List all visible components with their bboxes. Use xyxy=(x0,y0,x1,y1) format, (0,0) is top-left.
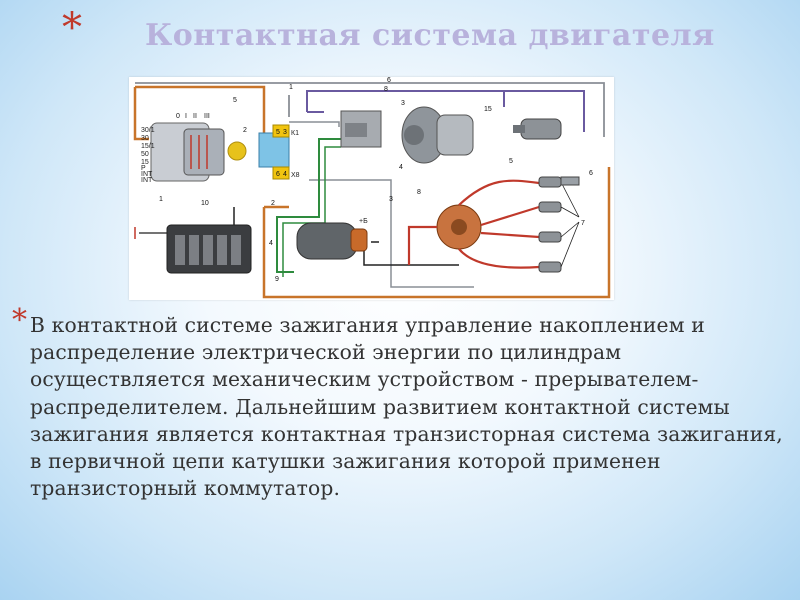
switch-pos-2: II xyxy=(193,113,197,120)
terminal-label: 15/1 xyxy=(141,143,155,150)
switch-pos-3: III xyxy=(204,113,210,120)
callout-8: 8 xyxy=(417,189,421,196)
k1-label: К1 xyxy=(291,130,299,137)
terminal-label: INT xyxy=(141,171,153,178)
switch-pos-1: I xyxy=(185,113,187,120)
grey-wire-mid xyxy=(289,121,474,288)
wire-mark: 5 xyxy=(233,97,237,104)
k1-pin: 3 xyxy=(283,129,287,136)
grey-wire-top xyxy=(135,82,605,137)
purple-wire xyxy=(306,90,505,113)
distributor: 8 xyxy=(407,179,540,269)
switch-pos-0: 0 xyxy=(176,113,180,120)
wiring-diagram-svg: 0 I II III 30/1 30 15/1 50 15 Р INT INT … xyxy=(133,77,611,299)
spark-plugs: 7 6 xyxy=(538,170,593,273)
terminal-label: INT xyxy=(141,177,153,184)
wire-mark: 3 xyxy=(389,196,393,203)
orange-wire xyxy=(133,85,266,141)
k1-pin: 5 xyxy=(276,129,280,136)
wire-mark: 1 xyxy=(289,84,293,91)
battery: 10 xyxy=(134,200,252,274)
callout-2: 2 xyxy=(243,127,247,134)
ignition-coil: +Б 9 xyxy=(275,218,368,283)
terminal-label: 50 xyxy=(141,151,149,158)
starter: 5 xyxy=(509,118,562,165)
wire-mark: 8 xyxy=(384,86,388,93)
ignition-diagram: 0 I II III 30/1 30 15/1 50 15 Р INT INT … xyxy=(129,77,614,300)
green-wire xyxy=(276,138,341,273)
callout-7: 7 xyxy=(581,220,585,227)
orange-wire-bottom xyxy=(262,167,611,299)
wire-mark: 6 xyxy=(387,77,391,84)
alternator: 4 15 xyxy=(399,106,492,171)
callout-6: 6 xyxy=(589,170,593,177)
callout-15: 15 xyxy=(484,106,492,113)
coil-plus-label: +Б xyxy=(359,218,368,225)
x8-pin: 6 xyxy=(276,171,280,178)
x8-pin: 4 xyxy=(283,171,287,178)
title-bullet: * xyxy=(62,5,82,51)
callout-9: 9 xyxy=(275,276,279,283)
slide-title: Контактная система двигателя xyxy=(145,18,715,53)
ignition-switch: 0 I II III 30/1 30 15/1 50 15 Р INT INT … xyxy=(141,113,247,203)
terminal-label: 15 xyxy=(141,159,149,166)
callout-3: 3 xyxy=(401,100,405,107)
x8-label: Х8 xyxy=(291,172,300,179)
connector-block: 5 3 6 4 К1 Х8 xyxy=(258,124,300,180)
body-paragraph: В контактной системе зажигания управлени… xyxy=(30,313,783,501)
body-bullet: * xyxy=(12,303,27,338)
callout-5: 5 xyxy=(509,158,513,165)
wire-mark: 4 xyxy=(269,240,273,247)
terminal-label: 30 xyxy=(141,135,149,142)
callout-1: 1 xyxy=(159,196,163,203)
purple-wire-right xyxy=(504,90,585,132)
commutator: 3 xyxy=(340,100,405,148)
terminal-label: 30/1 xyxy=(141,127,155,134)
callout-10: 10 xyxy=(201,200,209,207)
callout-4: 4 xyxy=(399,164,403,171)
wire-mark: 2 xyxy=(271,200,275,207)
terminal-label: Р xyxy=(141,165,146,172)
